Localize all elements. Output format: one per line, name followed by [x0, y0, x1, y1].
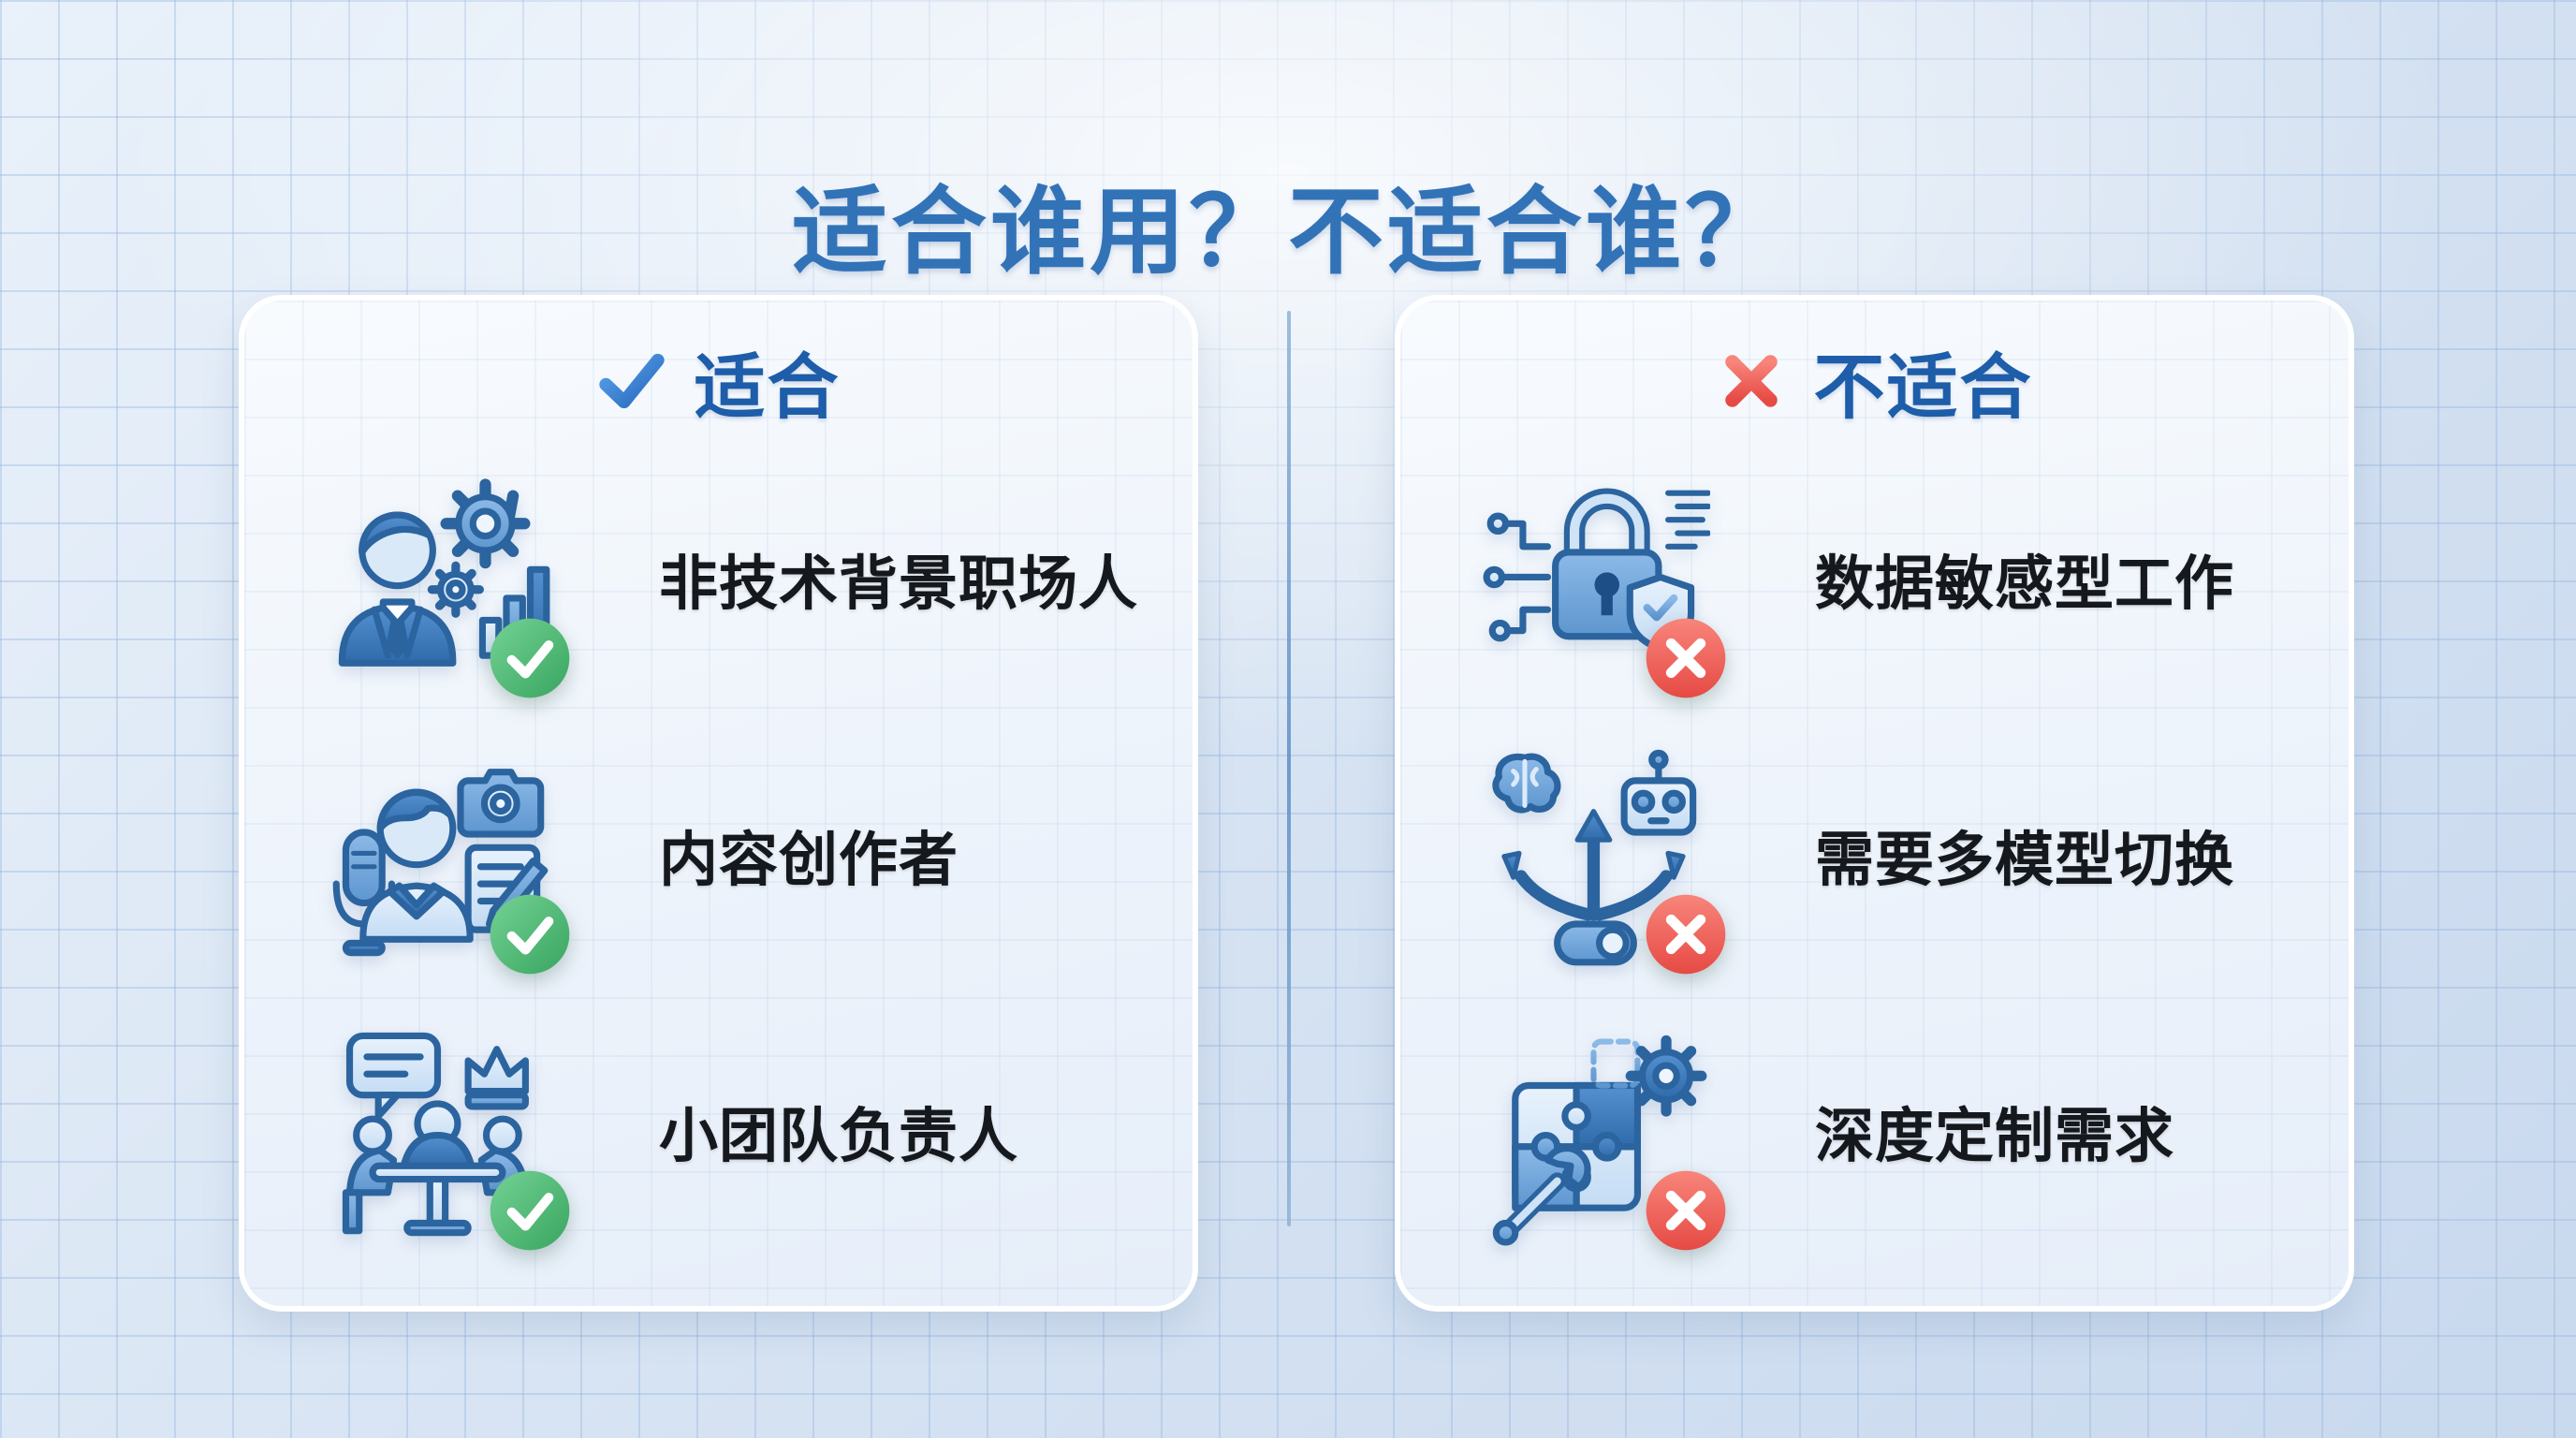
suitable-header-label: 适合: [694, 348, 841, 428]
team-meeting-crown-icon: [325, 1017, 570, 1251]
check-badge: [490, 1170, 570, 1251]
x-badge: [1646, 618, 1726, 698]
businessman-gears-chart-icon: [325, 464, 570, 698]
check-badge: [490, 618, 570, 698]
not-suitable-header-label: 不适合: [1813, 348, 2033, 428]
x-badge: [1646, 894, 1726, 975]
puzzle-gear-wrench-icon: [1481, 1017, 1726, 1251]
list-item: 内容创作者: [244, 717, 1193, 993]
brain-robot-arrows-toggle-icon: [1481, 741, 1726, 975]
divider: [1287, 311, 1291, 1226]
row-label: 需要多模型切换: [1815, 828, 2234, 893]
list-item: 深度定制需求: [1400, 993, 2349, 1269]
suitable-card-header: 适合: [244, 334, 1193, 428]
row-label: 小团队负责人: [659, 1104, 1018, 1169]
suitable-card: 适合: [222, 295, 1215, 1323]
page-title: 适合谁用？不适合谁？: [792, 179, 1784, 286]
suitable-rows: 非技术背景职场人: [244, 441, 1193, 1306]
not-suitable-card: 不适合: [1378, 295, 2371, 1323]
list-item: 非技术背景职场人: [244, 441, 1193, 717]
lock-shield-circuit-icon: [1481, 464, 1726, 698]
not-suitable-rows: 数据敏感型工作: [1400, 441, 2349, 1306]
row-label: 内容创作者: [659, 828, 959, 893]
check-badge: [490, 894, 570, 975]
list-item: 数据敏感型工作: [1400, 441, 2349, 717]
check-icon: [598, 353, 665, 409]
row-label: 数据敏感型工作: [1815, 551, 2234, 617]
creator-camera-mic-notepad-icon: [325, 741, 570, 975]
not-suitable-card-header: 不适合: [1400, 334, 2349, 428]
row-label: 深度定制需求: [1815, 1104, 2174, 1169]
x-badge: [1646, 1170, 1726, 1251]
list-item: 需要多模型切换: [1400, 717, 2349, 993]
row-label: 非技术背景职场人: [659, 551, 1138, 617]
list-item: 小团队负责人: [244, 993, 1193, 1269]
x-icon: [1724, 355, 1778, 407]
